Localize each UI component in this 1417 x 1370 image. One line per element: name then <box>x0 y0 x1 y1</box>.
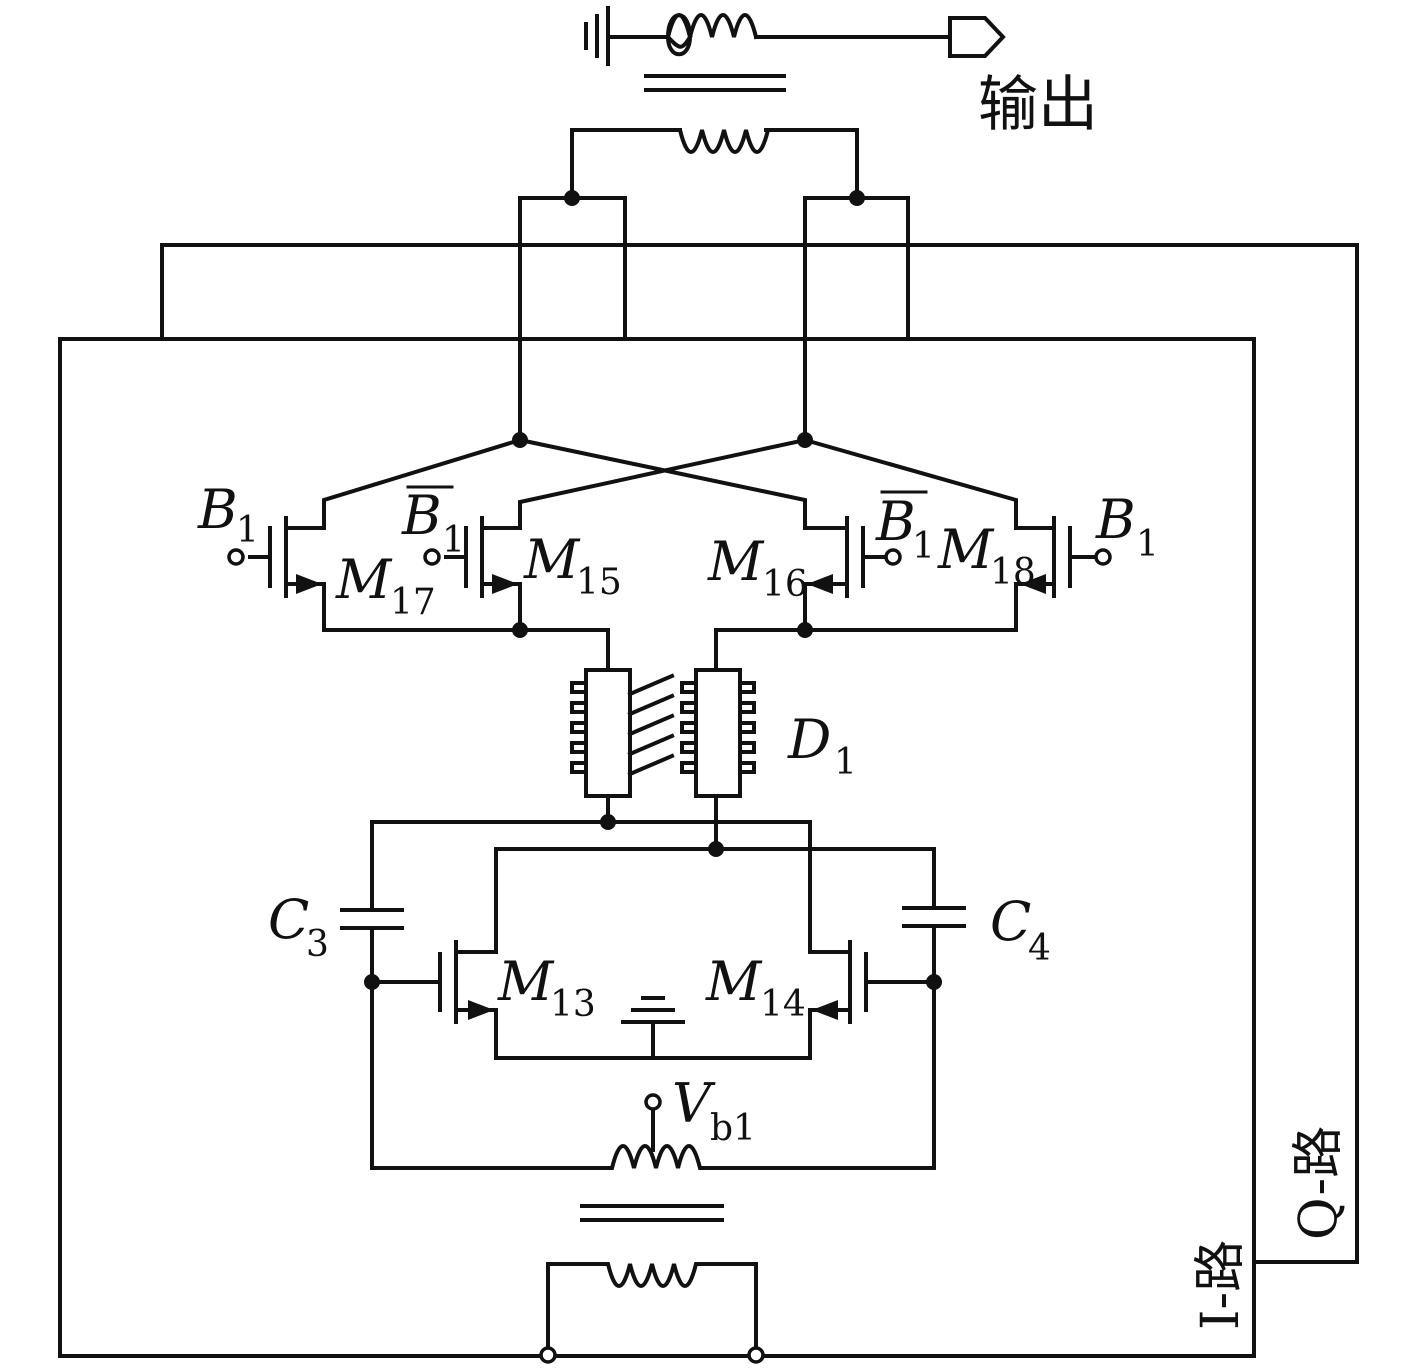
ground-symbol-top <box>584 6 610 66</box>
svg-text:b1: b1 <box>710 1108 756 1149</box>
output-transformer: 输出 <box>570 6 1098 200</box>
input-coil <box>546 1262 758 1288</box>
cross-nets <box>322 337 1018 530</box>
svg-text:M: M <box>707 530 765 593</box>
label-c4: C 4 <box>990 890 1051 969</box>
input-terminal-left <box>539 1346 557 1364</box>
svg-text:14: 14 <box>760 984 806 1025</box>
i-path-label: I-路 <box>1191 1240 1251 1330</box>
svg-text:15: 15 <box>576 562 622 603</box>
transistor-m15 <box>423 516 522 632</box>
label-m13: M 13 <box>497 950 596 1025</box>
label-b1bar-left: B 1 <box>401 484 465 561</box>
svg-text:B: B <box>1095 488 1136 551</box>
svg-text:B: B <box>875 490 916 553</box>
transistor-m14 <box>808 940 942 1060</box>
transistor-m13 <box>364 940 498 1060</box>
input-terminal-right <box>747 1346 765 1364</box>
svg-text:1: 1 <box>1136 524 1159 565</box>
svg-text:C: C <box>268 888 309 951</box>
label-d1: D 1 <box>787 708 857 783</box>
label-m18: M 18 <box>937 518 1036 593</box>
svg-text:M: M <box>497 950 555 1013</box>
ground-symbol-core <box>494 996 812 1060</box>
label-vb1: V b1 <box>672 1072 756 1149</box>
svg-text:1: 1 <box>442 520 465 561</box>
q-path-label: Q-路 <box>1289 1126 1349 1240</box>
svg-text:V: V <box>672 1072 716 1135</box>
svg-text:16: 16 <box>762 564 808 605</box>
output-label: 输出 <box>978 70 1098 140</box>
label-b1-left: B 1 <box>197 478 259 551</box>
label-b1bar-right: B 1 <box>875 490 935 567</box>
center-tap-coil <box>596 1144 708 1170</box>
label-m17: M 17 <box>335 548 436 623</box>
label-m15: M 15 <box>523 528 622 603</box>
svg-text:17: 17 <box>390 582 436 623</box>
output-port-icon <box>948 16 1006 58</box>
input-transformer <box>370 1093 936 1364</box>
svg-text:B: B <box>401 484 442 547</box>
label-b1-right: B 1 <box>1095 488 1159 565</box>
svg-text:1: 1 <box>834 742 857 783</box>
svg-text:M: M <box>937 518 995 581</box>
capacitor-c4 <box>902 906 966 1170</box>
svg-text:1: 1 <box>912 526 935 567</box>
svg-text:D: D <box>787 708 831 771</box>
svg-text:3: 3 <box>306 924 329 965</box>
lower-core-nets <box>370 814 936 950</box>
output-primary-coil <box>662 128 771 154</box>
switch-block-d1 <box>570 668 756 851</box>
transistor-m17 <box>227 516 326 632</box>
output-nets <box>518 190 910 422</box>
capacitor-c3 <box>340 908 404 1170</box>
svg-text:18: 18 <box>990 552 1036 593</box>
svg-text:B: B <box>197 478 238 541</box>
transistor-m18 <box>1014 516 1112 632</box>
label-m14: M 14 <box>705 950 806 1025</box>
label-c3: C 3 <box>268 888 329 965</box>
svg-text:13: 13 <box>550 984 596 1025</box>
svg-text:M: M <box>705 950 763 1013</box>
transistor-m16 <box>803 516 902 632</box>
svg-text:M: M <box>523 528 581 591</box>
svg-text:4: 4 <box>1028 928 1051 969</box>
i-path-frame <box>58 337 1256 1358</box>
label-m16: M 16 <box>707 530 808 605</box>
q-path-frame <box>160 243 1359 1264</box>
svg-text:M: M <box>335 548 393 611</box>
source-nets <box>322 622 1018 672</box>
svg-text:1: 1 <box>236 510 259 551</box>
svg-text:C: C <box>990 890 1031 953</box>
